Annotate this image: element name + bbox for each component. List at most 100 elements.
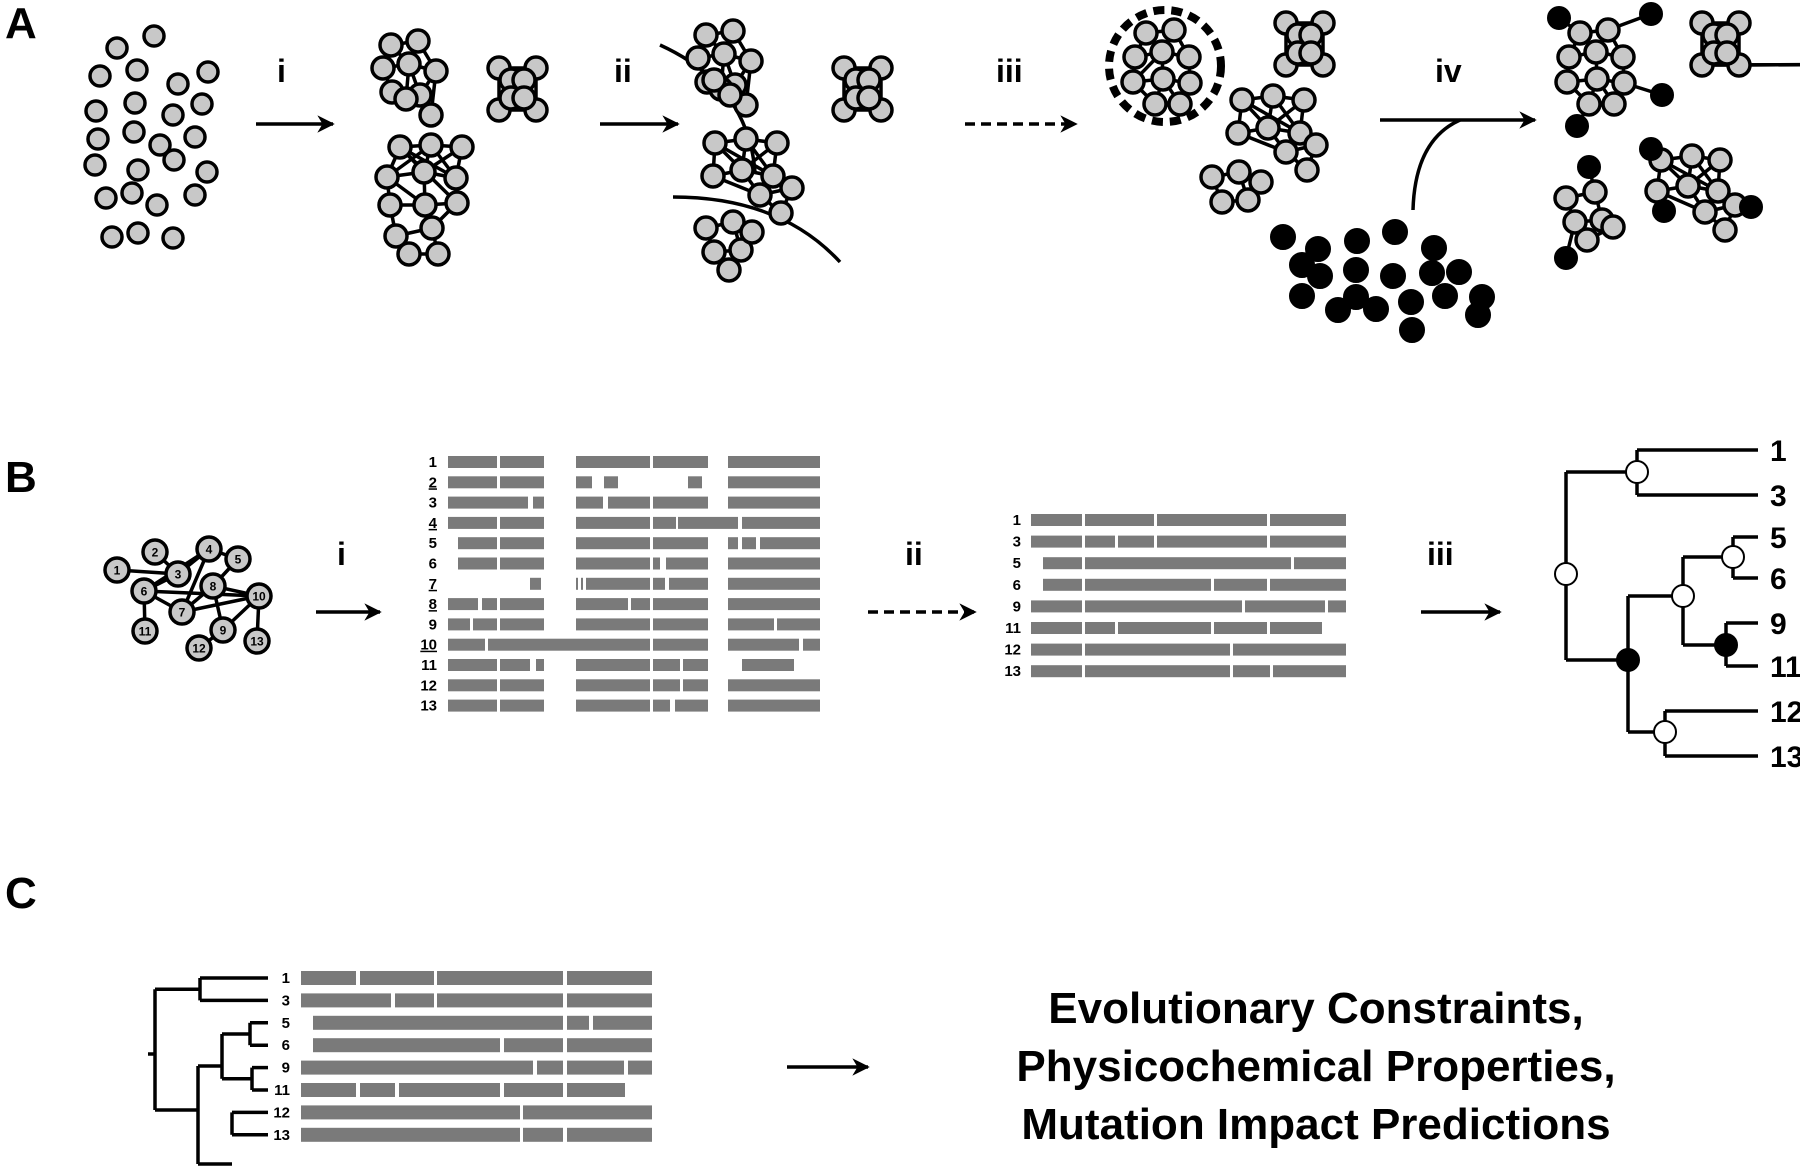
step-b-iii: iii bbox=[1427, 536, 1454, 572]
alignment-segment bbox=[669, 577, 708, 590]
network-node bbox=[195, 535, 223, 563]
alignment-segment bbox=[500, 557, 544, 570]
added-protein-node bbox=[1363, 296, 1389, 322]
full-alignment-row-label: 10 bbox=[420, 637, 437, 654]
protein-node bbox=[1583, 39, 1609, 65]
filtered-alignment-row-label: 1 bbox=[1013, 512, 1021, 529]
added-protein-node bbox=[1446, 259, 1472, 285]
added-protein-node bbox=[1382, 219, 1408, 245]
alignment-segment bbox=[458, 537, 497, 550]
protein-node bbox=[105, 36, 129, 60]
tree-node-open bbox=[1554, 562, 1578, 586]
panel-label-b: B bbox=[5, 453, 37, 502]
added-protein-node bbox=[1399, 317, 1425, 343]
protein-node bbox=[1705, 178, 1731, 204]
added-protein-node bbox=[1565, 114, 1589, 138]
alignment-segment bbox=[1270, 514, 1346, 526]
network-node-label: 3 bbox=[175, 568, 182, 582]
protein-node bbox=[1595, 17, 1621, 43]
protein-node bbox=[738, 48, 764, 74]
protein-node bbox=[393, 86, 419, 112]
network-node-label: 7 bbox=[179, 606, 186, 620]
alignment-segment bbox=[1273, 665, 1346, 678]
alignment-segment bbox=[473, 618, 497, 631]
alignment-segment bbox=[448, 516, 497, 529]
protein-node bbox=[1562, 209, 1588, 235]
alignment-segment bbox=[1157, 535, 1267, 548]
full-alignment-row-label: 3 bbox=[429, 495, 437, 512]
protein-node bbox=[729, 157, 755, 183]
tree-node-open bbox=[1653, 720, 1677, 744]
added-protein-node bbox=[1421, 235, 1447, 261]
protein-node bbox=[443, 165, 469, 191]
alignment-segment bbox=[1085, 557, 1291, 570]
added-protein-node bbox=[1343, 257, 1369, 283]
protein-node bbox=[1260, 83, 1286, 109]
protein-node bbox=[196, 60, 220, 84]
alignment-segment bbox=[631, 598, 650, 611]
protein-node bbox=[419, 215, 445, 241]
step-a-iv: iv bbox=[1435, 53, 1462, 89]
protein-node bbox=[1692, 199, 1718, 225]
step-a-iii: iii bbox=[996, 53, 1023, 89]
protein-node bbox=[1707, 147, 1733, 173]
selected-groups bbox=[1105, 6, 1336, 215]
network-node-label: 9 bbox=[220, 624, 227, 638]
protein-node bbox=[122, 120, 146, 144]
alignment-segment bbox=[504, 1083, 563, 1097]
alignment-segment bbox=[586, 577, 650, 590]
c-alignment-row-label: 12 bbox=[273, 1104, 290, 1121]
filtered-groups bbox=[659, 18, 894, 283]
step-b-ii: ii bbox=[905, 536, 923, 572]
alignment-segment bbox=[1294, 557, 1346, 570]
alignment-segment bbox=[500, 618, 544, 631]
alignment-segment bbox=[567, 1015, 589, 1030]
alignment-segment bbox=[675, 699, 708, 712]
alignment-segment bbox=[728, 577, 820, 590]
protein-node bbox=[383, 223, 409, 249]
alignment-segment bbox=[576, 699, 650, 712]
alignment-segment bbox=[728, 638, 799, 651]
alignment-segment bbox=[523, 1127, 563, 1142]
protein-node bbox=[396, 51, 422, 77]
filtered-alignment-row-label: 13 bbox=[1004, 663, 1021, 680]
filter-cut-line-bottom bbox=[672, 195, 842, 264]
alignment-segment bbox=[608, 496, 650, 509]
c-alignment-row-label: 6 bbox=[282, 1037, 290, 1054]
protein-node bbox=[1556, 44, 1582, 70]
protein-node bbox=[747, 182, 773, 208]
added-protein-node bbox=[1289, 283, 1315, 309]
alignment-segment bbox=[301, 971, 356, 985]
summary-line-1: Evolutionary Constraints, bbox=[1048, 984, 1583, 1033]
alignment-segment bbox=[301, 993, 391, 1008]
tree-node-open bbox=[1721, 545, 1745, 569]
alignment-segment bbox=[500, 598, 544, 611]
protein-node bbox=[125, 58, 149, 82]
added-protein-node bbox=[1652, 199, 1676, 223]
protein-node bbox=[1209, 189, 1235, 215]
alignment-segment bbox=[1270, 622, 1322, 634]
protein-node bbox=[739, 219, 765, 245]
protein-node bbox=[720, 18, 746, 44]
network-node-label: 10 bbox=[252, 590, 266, 604]
added-protein-node bbox=[1380, 263, 1406, 289]
alignment-segment bbox=[500, 537, 544, 550]
alignment-segment bbox=[1031, 514, 1082, 526]
protein-node bbox=[1584, 66, 1610, 92]
added-protein-node bbox=[1650, 83, 1674, 107]
protein-node bbox=[405, 28, 431, 54]
network-node bbox=[164, 560, 192, 588]
network-node-label: 1 bbox=[114, 564, 121, 578]
protein-node bbox=[1199, 164, 1225, 190]
c-alignment-row-label: 5 bbox=[282, 1015, 290, 1032]
filtered-alignment-row-label: 6 bbox=[1013, 577, 1021, 594]
alignment-segment bbox=[1085, 514, 1154, 526]
protein-node bbox=[145, 193, 169, 217]
protein-node bbox=[161, 226, 185, 250]
protein-node bbox=[423, 58, 449, 84]
alignment-segment bbox=[301, 1083, 356, 1097]
network-node bbox=[224, 545, 252, 573]
alignment-segment bbox=[628, 1060, 652, 1075]
alignment-segment bbox=[1270, 578, 1346, 591]
alignment-segment bbox=[448, 659, 497, 671]
